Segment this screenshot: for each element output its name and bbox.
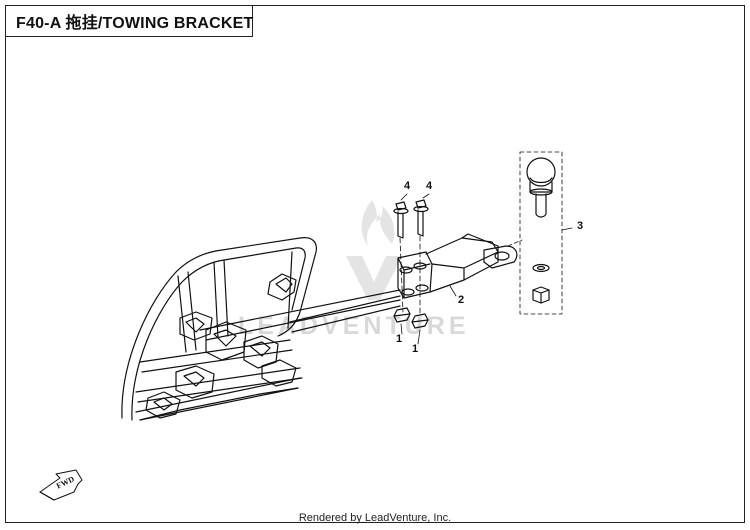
footer-credit: Rendered by LeadVenture, Inc. [298, 512, 452, 524]
flange-bolt-right [413, 199, 429, 237]
fwd-arrow-icon [39, 469, 83, 501]
tow-ball-assembly [507, 151, 563, 315]
flange-nut-left [393, 307, 411, 323]
page-title: F40-A 拖挂/TOWING BRACKET [16, 15, 254, 32]
towing-bracket [397, 233, 518, 299]
bolt-alignment-lines [399, 235, 421, 317]
callout-4-left: 4 [404, 180, 411, 192]
title-box: F40-A 拖挂/TOWING BRACKET [5, 5, 253, 37]
callout-1-right: 1 [412, 343, 419, 355]
callout-2: 2 [458, 294, 465, 306]
flange-nut-right [411, 313, 429, 329]
leader-lines [400, 193, 573, 345]
callout-3: 3 [577, 220, 584, 232]
flange-bolt-left [393, 201, 409, 239]
callout-1-left: 1 [396, 333, 403, 345]
vehicle-frame [121, 237, 401, 421]
callout-4-right: 4 [426, 180, 433, 192]
drawing-border [5, 5, 745, 523]
